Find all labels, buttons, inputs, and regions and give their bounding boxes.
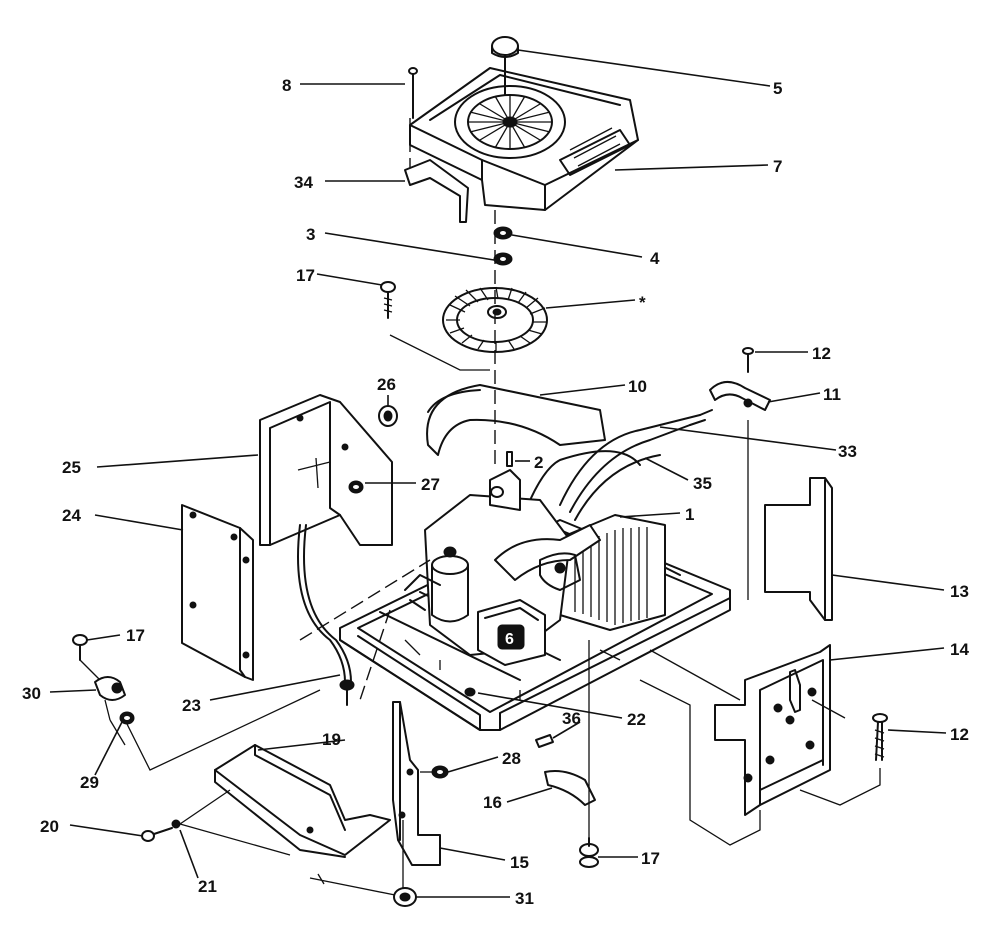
part-30-fitting [94,676,126,721]
callout-17-left: 17 [126,626,145,645]
part-5-knob [491,36,519,58]
callout-3: 3 [306,225,315,244]
callout-24: 24 [62,506,81,525]
callout-25: 25 [62,458,81,477]
callout-20: 20 [40,817,59,836]
part-26-grommet [378,405,398,427]
callout-1: 1 [685,505,694,524]
callout-7: 7 [773,157,782,176]
part-33-35-wires [519,409,713,526]
part-14-mounting-bracket [714,644,846,816]
callout-17-bottom: 17 [641,849,660,868]
callout-28: 28 [502,749,521,768]
callout-27: 27 [421,475,440,494]
part-24-panel [181,504,254,681]
leader-lines [49,49,947,898]
assembly-line-left [299,559,431,641]
part-20-screw [141,827,173,842]
part-19-base-plate [214,744,391,858]
callout-11: 11 [823,385,841,404]
part-3-washer [493,252,513,266]
callout-17-top: 17 [296,266,315,285]
part-1-engine-assembly: 6 [339,469,731,731]
callout-labels: 5 8 7 34 3 4 17 * 12 11 10 26 33 2 25 27… [22,76,969,908]
svg-text:6: 6 [505,631,514,648]
callout-30: 30 [22,684,41,703]
part-16-strap [544,770,596,806]
part-2-pin [506,451,513,467]
callout-19: 19 [322,730,341,749]
callout-16: 16 [483,793,502,812]
link-line-frame-14 [649,649,741,701]
callout-22: 22 [627,710,646,729]
callout-21: 21 [198,877,217,896]
callout-5: 5 [773,79,782,98]
callout-10: 10 [628,377,647,396]
callout-15: 15 [510,853,529,872]
callout-8: 8 [282,76,291,95]
callout-13: 13 [950,582,969,601]
callout-2: 2 [534,453,543,472]
part-25-side-shroud [259,394,393,546]
part-7-blower-housing [409,54,639,211]
callout-29: 29 [80,773,99,792]
part-12-screw-top [742,347,754,600]
part-29-nut [109,689,321,771]
part-10-air-guide [426,384,606,456]
part-17-bolt-left [72,634,101,681]
part-11-clip [709,381,771,411]
part-36-pin [535,734,554,748]
part-12-screw-right [799,713,888,806]
callout-flywheel-asterisk: * [639,293,646,312]
callout-14: 14 [950,640,969,659]
callout-35: 35 [693,474,712,493]
assembly-line-lower [359,609,391,701]
callout-26: 26 [377,375,396,394]
callout-33: 33 [838,442,857,461]
part-28-nut [420,765,449,779]
callout-34: 34 [294,173,313,192]
part-17-bolt-bottom [579,640,599,868]
part-34-bracket [404,159,469,223]
part-21-washer [171,789,291,856]
link-line-lower [639,679,761,846]
callout-23: 23 [182,696,201,715]
callout-12-right: 12 [950,725,969,744]
part-17-bolt-top [380,281,490,371]
part-31-grommet [309,873,417,907]
part-15-bracket [392,701,441,890]
part-23-fuel-line [297,524,355,706]
callout-12-top: 12 [812,344,831,363]
part-8-screw [408,67,418,175]
part-13-side-plate [764,477,833,621]
callout-31: 31 [515,889,534,908]
part-4-washer [493,226,513,240]
callout-4: 4 [650,249,660,268]
part-22-screw [464,687,476,697]
callout-36: 36 [562,709,581,728]
